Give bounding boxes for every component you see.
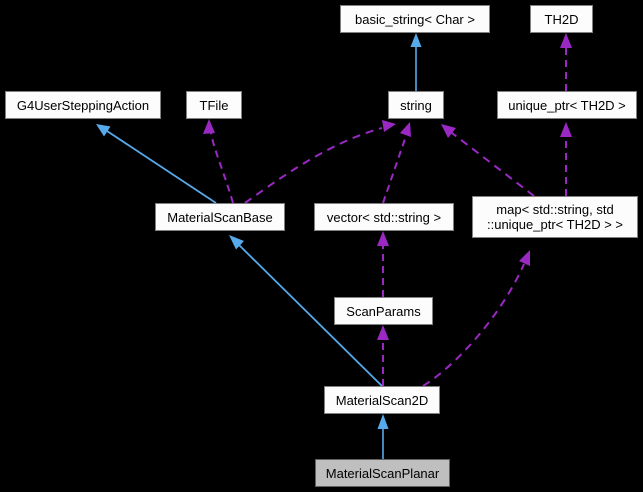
class-node-label: TH2D — [544, 11, 579, 27]
class-node-label: basic_string< Char > — [355, 11, 475, 27]
edge-materialscan2d-to-scanparams — [377, 325, 389, 386]
class-node-materialscanplanar[interactable]: MaterialScanPlanar — [315, 459, 450, 487]
class-node-label: vector< std::string > — [326, 209, 442, 225]
class-node-materialscan2d[interactable]: MaterialScan2D — [324, 386, 440, 414]
class-node-tfile[interactable]: TFile — [186, 91, 242, 119]
edge-materialscanbase-to-g4usersteppingaction — [96, 124, 217, 204]
class-node-label: ScanParams — [346, 303, 421, 319]
class-node-label: string — [400, 97, 432, 113]
class-node-label: MaterialScan2D — [335, 392, 429, 408]
edge-materialscan2d-to-map — [422, 250, 530, 387]
class-node-label: TFile — [199, 97, 229, 113]
class-node-basic-string[interactable]: basic_string< Char > — [340, 5, 490, 33]
class-node-g4usersteppingaction[interactable]: G4UserSteppingAction — [5, 91, 161, 119]
class-node-unique-ptr-th2d[interactable]: unique_ptr< TH2D > — [497, 91, 637, 119]
class-node-label: MaterialScanBase — [167, 209, 273, 225]
edge-materialscanbase-to-tfile — [203, 119, 234, 204]
class-node-label: G4UserSteppingAction — [16, 97, 150, 113]
class-node-vector-stdstring[interactable]: vector< std::string > — [314, 203, 454, 231]
class-node-label: map< std::string, std ::unique_ptr< TH2D… — [487, 202, 623, 232]
class-node-label: MaterialScanPlanar — [325, 465, 440, 481]
edge-string-to-basic_string — [410, 33, 422, 91]
edge-vector-to-string — [382, 122, 411, 204]
edge-unique_ptr-to-th2d — [560, 33, 572, 91]
edge-map-to-unique_ptr — [560, 122, 572, 196]
edge-materialscanplanar-to-materialscan2d — [377, 414, 389, 459]
edge-map-to-string — [441, 124, 535, 197]
class-node-label: unique_ptr< TH2D > — [508, 97, 626, 113]
class-node-materialscanbase[interactable]: MaterialScanBase — [155, 203, 285, 231]
edge-scanparams-to-vector — [377, 231, 389, 297]
class-node-string[interactable]: string — [388, 91, 444, 119]
edge-materialscanbase-to-string — [244, 120, 396, 204]
class-node-scanparams[interactable]: ScanParams — [334, 297, 433, 325]
class-node-map-string-uniqueptr[interactable]: map< std::string, std ::unique_ptr< TH2D… — [472, 196, 638, 238]
class-node-th2d[interactable]: TH2D — [530, 5, 593, 33]
